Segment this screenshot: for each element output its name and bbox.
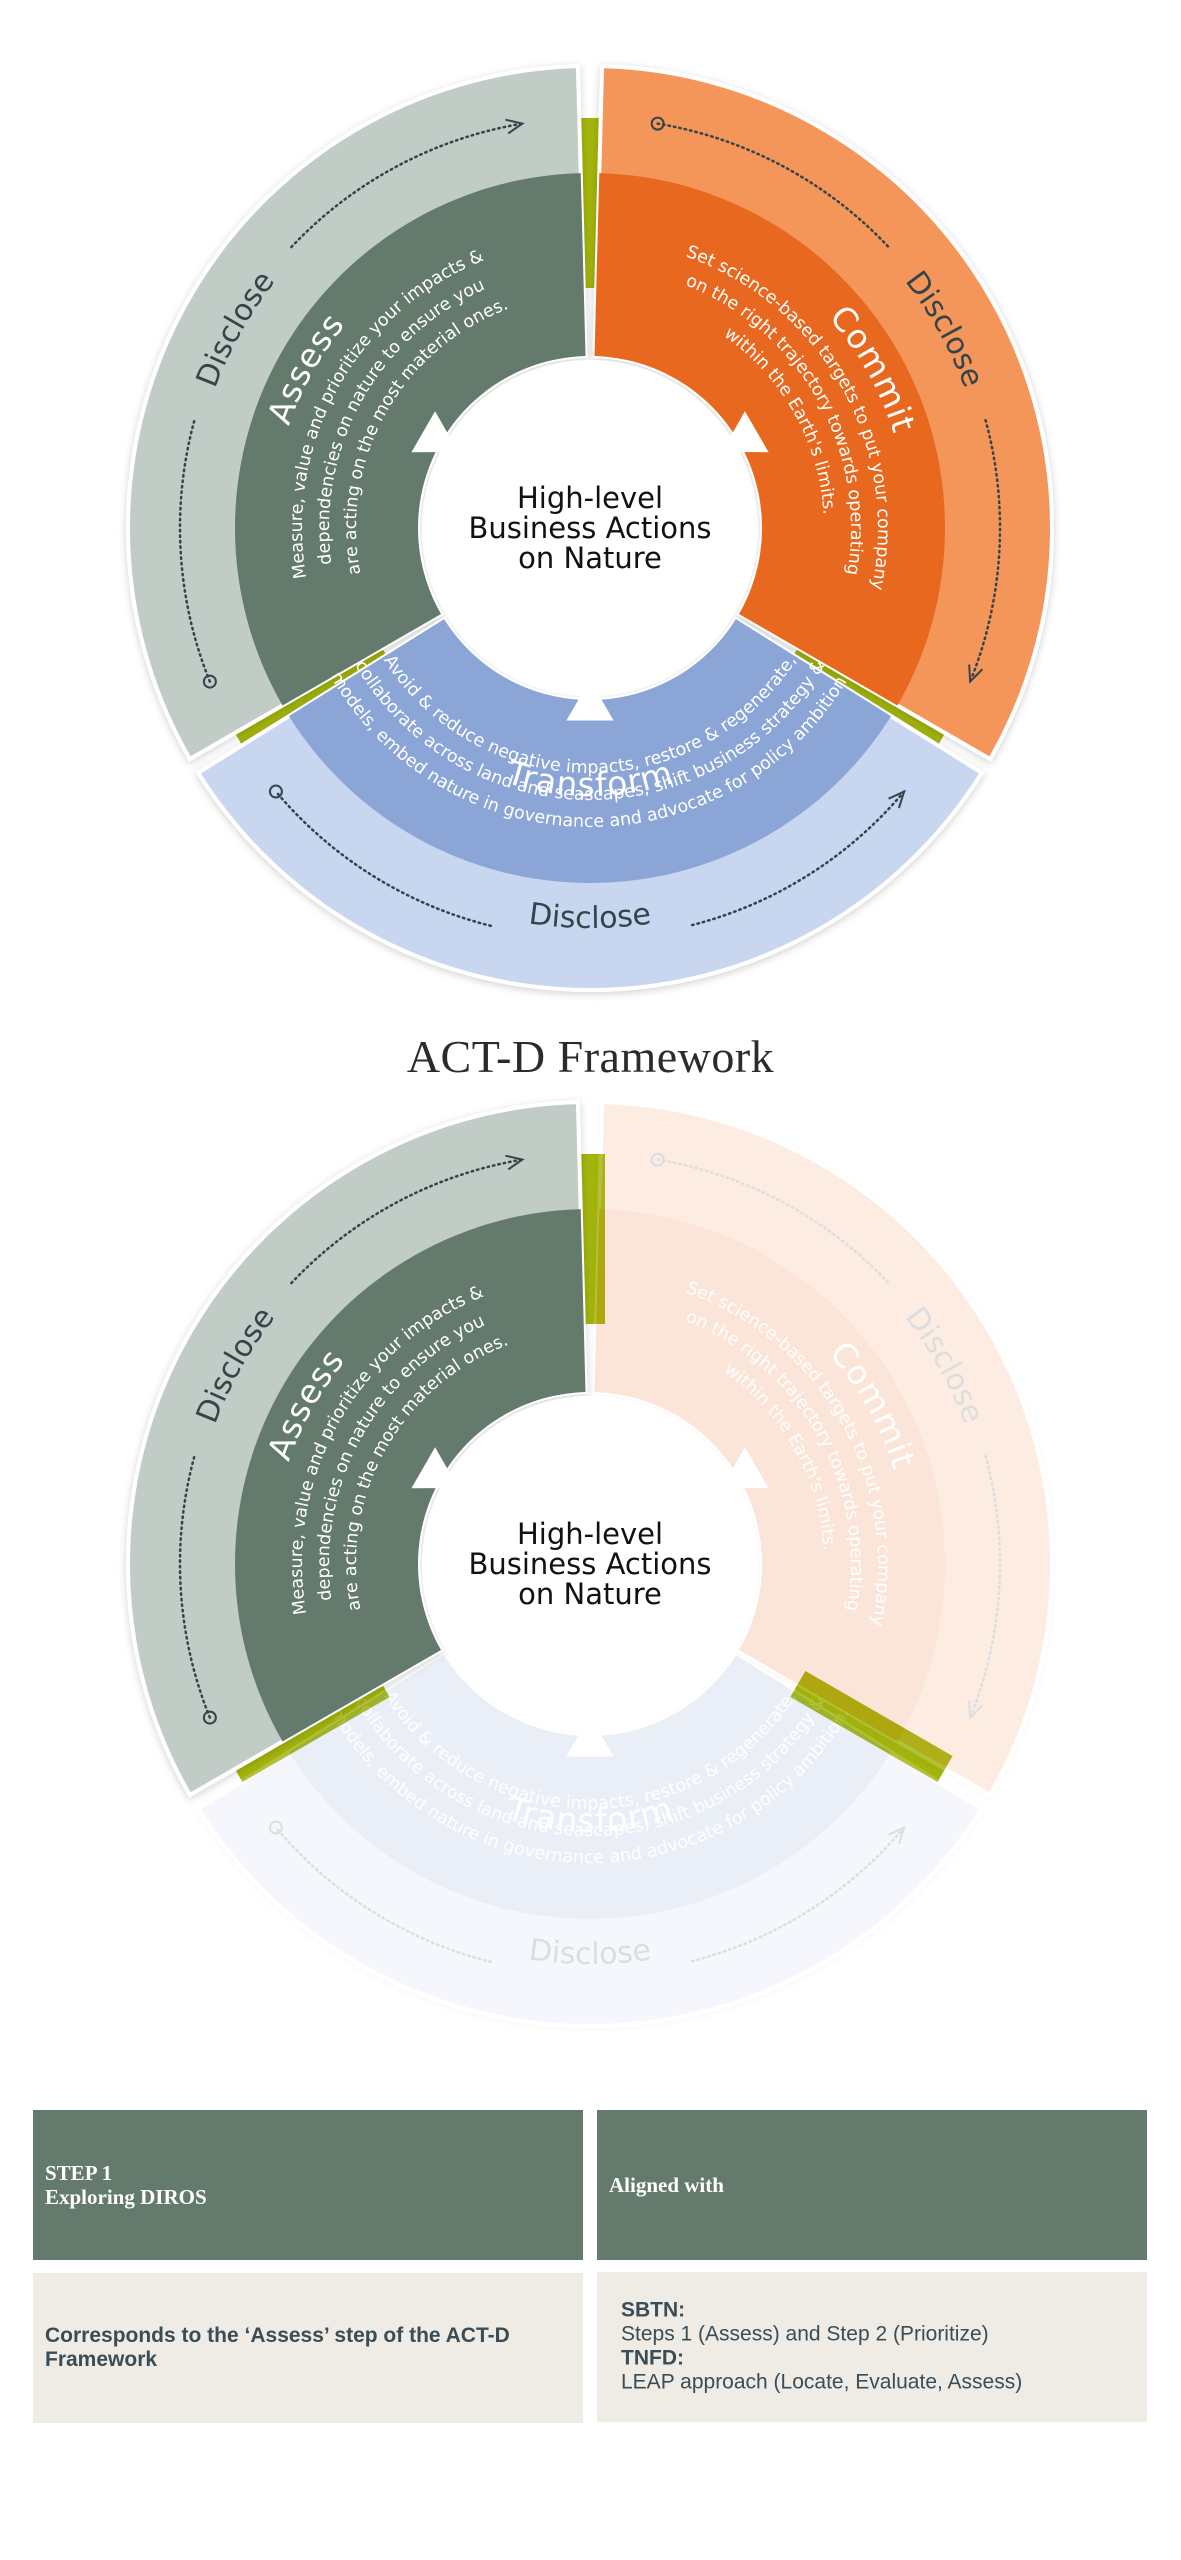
segment-inner-ring-transform: [288, 1655, 892, 1919]
segment-inner-ring-commit: [594, 173, 946, 706]
hub-notch: [566, 1716, 614, 1757]
disclose-dotted-arc: [274, 1826, 493, 1964]
center-title-line: Business Actions: [468, 511, 711, 545]
center-hub: [422, 1396, 758, 1732]
cycle-arrow-icon: [505, 118, 525, 135]
disclose-dotted-arc: [656, 1158, 890, 1285]
center-title-line: Business Actions: [468, 1547, 711, 1581]
disclose-dotted-arc: [290, 1158, 524, 1285]
cycle-start-circle-icon: [650, 1152, 665, 1167]
disclose-dotted-arc: [687, 790, 906, 928]
cycle-start-circle-icon: [268, 1820, 283, 1835]
aligned-header-cell: Aligned with: [597, 2110, 1147, 2260]
hub-notch: [721, 411, 769, 453]
sbtn-label: SBTN:: [621, 2298, 686, 2322]
cycle-arrow-icon: [968, 1700, 984, 1720]
disclose-label: Disclose: [527, 1933, 653, 1973]
cycle-arrow-icon: [888, 789, 906, 809]
segment-inner-ring-transform: [288, 619, 892, 883]
disclose-dotted-arc: [290, 122, 524, 249]
framework-title: ACT-D Framework: [406, 1031, 775, 1082]
hub-notch: [721, 1447, 769, 1489]
step-description-cell: Corresponds to the ‘Assess’ step of the …: [33, 2273, 583, 2423]
segment-outer-ring-transform: [195, 1652, 985, 2028]
cycle-start-circle-icon: [268, 784, 283, 799]
disclose-dotted-arc: [968, 1454, 1002, 1719]
segment-inner-ring-commit: [594, 1209, 946, 1742]
disclose-dotted-arc: [656, 122, 890, 249]
disclose-label: Disclose: [527, 897, 653, 937]
aligned-with-label: Aligned with: [609, 2172, 724, 2197]
cycle-start-circle-icon: [202, 674, 217, 689]
disclose-dotted-arc: [274, 790, 493, 928]
disclose-dotted-arc: [687, 1826, 906, 1964]
disclose-dotted-arc: [178, 1454, 212, 1719]
center-title-line: on Nature: [518, 541, 662, 575]
disclose-dotted-arc: [178, 418, 212, 683]
cycle-start-circle-icon: [202, 1710, 217, 1725]
aligned-frameworks-cell: SBTN: Steps 1 (Assess) and Step 2 (Prior…: [597, 2272, 1147, 2422]
center-title-line: High-level: [517, 481, 663, 515]
cycle-arrow-icon: [505, 1154, 525, 1171]
hub-notch: [566, 680, 614, 721]
step-number: STEP 1: [45, 2160, 113, 2185]
step-title: Exploring DIROS: [45, 2185, 207, 2209]
cycle-arrow-icon: [888, 1825, 906, 1845]
segment-inner-ring-assess: [234, 173, 586, 706]
center-title-line: on Nature: [518, 1577, 662, 1611]
tnfd-text: LEAP approach (Locate, Evaluate, Assess): [621, 2371, 1023, 2395]
sbtn-text: Steps 1 (Assess) and Step 2 (Prioritize): [621, 2322, 989, 2346]
hub-notch: [411, 1447, 459, 1489]
cycle-arrow-icon: [968, 664, 984, 684]
step-description: Corresponds to the ‘Assess’ step of the …: [45, 2323, 510, 2371]
cycle-start-circle-icon: [650, 116, 665, 131]
hub-notch: [411, 411, 459, 453]
center-title-line: High-level: [517, 1517, 663, 1551]
segment-outer-ring-commit: [592, 1100, 1054, 1798]
center-hub: [422, 360, 758, 696]
step-header-cell: STEP 1 Exploring DIROS: [33, 2110, 583, 2260]
segment-inner-ring-assess: [234, 1209, 586, 1742]
disclose-dotted-arc: [968, 418, 1002, 683]
tnfd-label: TNFD:: [621, 2347, 684, 2370]
